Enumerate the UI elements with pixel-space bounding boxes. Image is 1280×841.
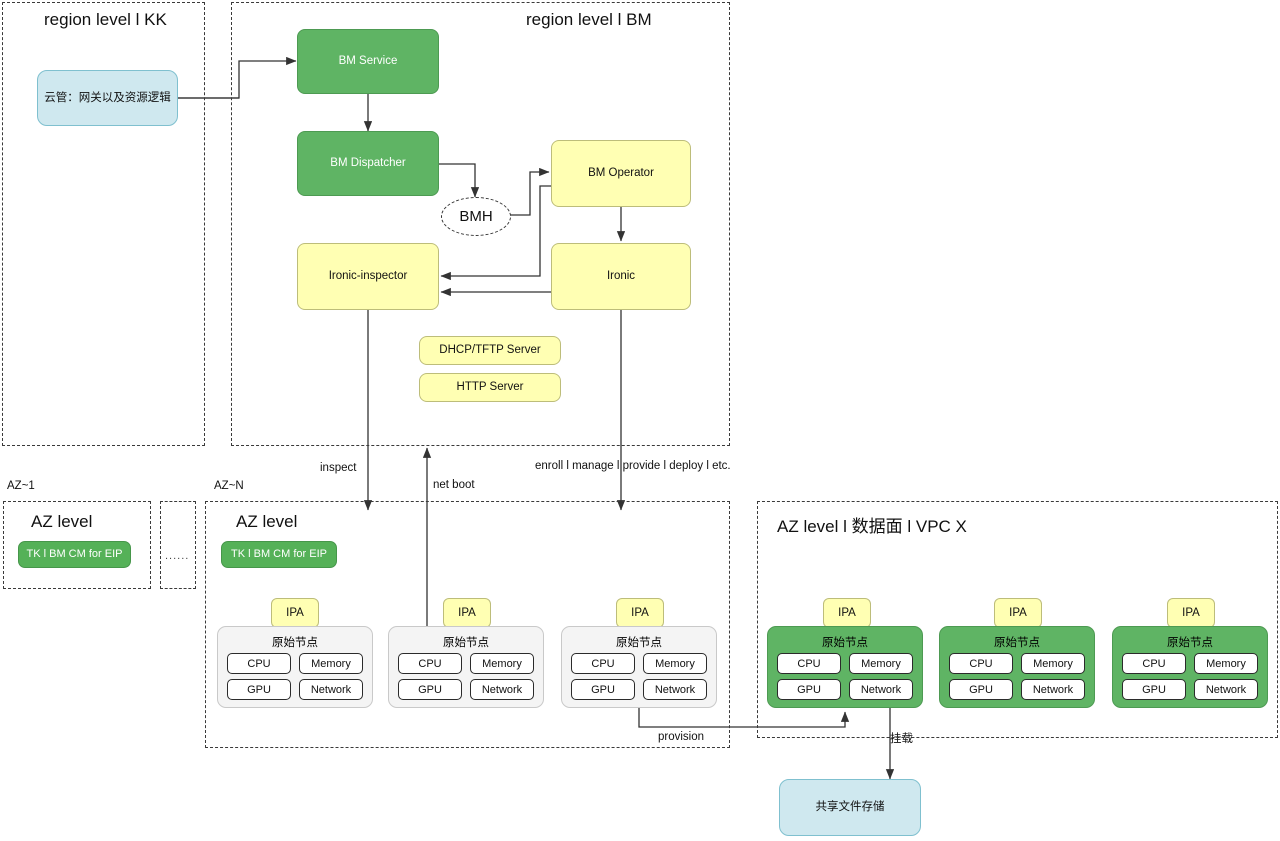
- region-bm: [231, 2, 730, 446]
- host-azn-1-title: 原始节点: [272, 637, 318, 649]
- host-component-memory[interactable]: Memory: [849, 653, 913, 674]
- host-component-memory[interactable]: Memory: [1194, 653, 1258, 674]
- host-component-network[interactable]: Network: [299, 679, 363, 700]
- edge-label-provision: provision: [658, 731, 705, 743]
- host-component-network[interactable]: Network: [470, 679, 534, 700]
- node-dhcp-tftp-server[interactable]: DHCP/TFTP Server: [419, 336, 561, 365]
- ipa-badge-azn-3-label: IPA: [631, 607, 649, 619]
- node-dhcp-tftp-server-label: DHCP/TFTP Server: [439, 344, 541, 357]
- host-component-memory[interactable]: Memory: [1021, 653, 1085, 674]
- host-vpc-3[interactable]: 原始节点 CPU Memory GPU Network: [1112, 626, 1268, 708]
- region-vpc-x: [757, 501, 1278, 738]
- edge-label-inspect: inspect: [320, 462, 357, 474]
- node-tk-bm-cm-eip-azn-label: TK l BM CM for EIP: [231, 547, 327, 560]
- host-component-memory[interactable]: Memory: [299, 653, 363, 674]
- region-az-n-title: AZ level: [236, 512, 298, 531]
- region-kk: [2, 2, 205, 446]
- node-bm-service[interactable]: BM Service: [297, 29, 439, 94]
- host-component-cpu[interactable]: CPU: [571, 653, 635, 674]
- node-shared-file-storage-label: 共享文件存储: [815, 801, 885, 814]
- host-component-gpu[interactable]: GPU: [227, 679, 291, 700]
- ipa-badge-vpc-1-label: IPA: [838, 607, 856, 619]
- node-shared-file-storage[interactable]: 共享文件存储: [779, 779, 921, 836]
- host-vpc-3-title: 原始节点: [1167, 637, 1213, 649]
- node-bm-operator-label: BM Operator: [588, 167, 654, 180]
- edge-label-net-boot: net boot: [433, 479, 475, 491]
- host-component-gpu[interactable]: GPU: [1122, 679, 1186, 700]
- ipa-badge-azn-1-label: IPA: [286, 607, 304, 619]
- host-vpc-2-title: 原始节点: [994, 637, 1040, 649]
- node-ironic-inspector[interactable]: Ironic-inspector: [297, 243, 439, 310]
- region-az-ellipsis: [160, 501, 196, 589]
- ipa-badge-azn-3[interactable]: IPA: [616, 598, 664, 628]
- node-http-server[interactable]: HTTP Server: [419, 373, 561, 402]
- host-vpc-1-title: 原始节点: [822, 637, 868, 649]
- ipa-badge-vpc-2-label: IPA: [1009, 607, 1027, 619]
- host-azn-3[interactable]: 原始节点 CPU Memory GPU Network: [561, 626, 717, 708]
- host-component-memory[interactable]: Memory: [470, 653, 534, 674]
- node-tk-bm-cm-eip-azn[interactable]: TK l BM CM for EIP: [221, 541, 337, 568]
- host-component-network[interactable]: Network: [1194, 679, 1258, 700]
- region-az-1: [3, 501, 151, 589]
- host-component-cpu[interactable]: CPU: [227, 653, 291, 674]
- node-bmh-label: BMH: [459, 208, 493, 225]
- host-component-cpu[interactable]: CPU: [949, 653, 1013, 674]
- node-cloud-gateway-label: 云管：网关以及资源逻辑: [44, 91, 171, 104]
- ipa-badge-vpc-3-label: IPA: [1182, 607, 1200, 619]
- host-vpc-1[interactable]: 原始节点 CPU Memory GPU Network: [767, 626, 923, 708]
- ipa-badge-vpc-1[interactable]: IPA: [823, 598, 871, 628]
- az-ellipsis-dots: ......: [165, 550, 190, 562]
- ipa-badge-azn-1[interactable]: IPA: [271, 598, 319, 628]
- host-azn-2[interactable]: 原始节点 CPU Memory GPU Network: [388, 626, 544, 708]
- node-cloud-gateway[interactable]: 云管：网关以及资源逻辑: [37, 70, 178, 126]
- node-http-server-label: HTTP Server: [456, 381, 524, 394]
- region-kk-title: region level l KK: [44, 10, 167, 29]
- host-component-network[interactable]: Network: [643, 679, 707, 700]
- host-component-gpu[interactable]: GPU: [777, 679, 841, 700]
- region-vpc-x-title: AZ level l 数据面 l VPC X: [777, 517, 967, 536]
- node-bm-dispatcher[interactable]: BM Dispatcher: [297, 131, 439, 196]
- node-tk-bm-cm-eip-az1[interactable]: TK l BM CM for EIP: [18, 541, 131, 568]
- label-az-n: AZ~N: [214, 480, 244, 492]
- host-component-gpu[interactable]: GPU: [571, 679, 635, 700]
- node-tk-bm-cm-eip-az1-label: TK l BM CM for EIP: [26, 547, 123, 560]
- node-ironic-label: Ironic: [606, 270, 636, 283]
- host-component-cpu[interactable]: CPU: [1122, 653, 1186, 674]
- edge-label-mount: 挂载: [890, 733, 913, 745]
- host-component-gpu[interactable]: GPU: [949, 679, 1013, 700]
- node-ironic-inspector-label: Ironic-inspector: [328, 270, 408, 283]
- ipa-badge-vpc-3[interactable]: IPA: [1167, 598, 1215, 628]
- ipa-badge-vpc-2[interactable]: IPA: [994, 598, 1042, 628]
- host-component-network[interactable]: Network: [1021, 679, 1085, 700]
- host-component-memory[interactable]: Memory: [643, 653, 707, 674]
- node-bmh[interactable]: BMH: [441, 197, 511, 236]
- region-az-n: [205, 501, 730, 748]
- edge-label-enroll: enroll l manage l provide l deploy l etc…: [535, 460, 731, 472]
- host-azn-2-title: 原始节点: [443, 637, 489, 649]
- host-azn-3-title: 原始节点: [616, 637, 662, 649]
- host-azn-1[interactable]: 原始节点 CPU Memory GPU Network: [217, 626, 373, 708]
- host-component-cpu[interactable]: CPU: [777, 653, 841, 674]
- host-component-gpu[interactable]: GPU: [398, 679, 462, 700]
- region-az-1-title: AZ level: [31, 512, 93, 531]
- node-bm-operator[interactable]: BM Operator: [551, 140, 691, 207]
- region-bm-title: region level l BM: [526, 10, 652, 29]
- node-bm-service-label: BM Service: [338, 55, 398, 68]
- node-bm-dispatcher-label: BM Dispatcher: [330, 157, 406, 170]
- host-component-network[interactable]: Network: [849, 679, 913, 700]
- ipa-badge-azn-2-label: IPA: [458, 607, 476, 619]
- ipa-badge-azn-2[interactable]: IPA: [443, 598, 491, 628]
- label-az-1: AZ~1: [7, 480, 35, 492]
- host-component-cpu[interactable]: CPU: [398, 653, 462, 674]
- node-ironic[interactable]: Ironic: [551, 243, 691, 310]
- host-vpc-2[interactable]: 原始节点 CPU Memory GPU Network: [939, 626, 1095, 708]
